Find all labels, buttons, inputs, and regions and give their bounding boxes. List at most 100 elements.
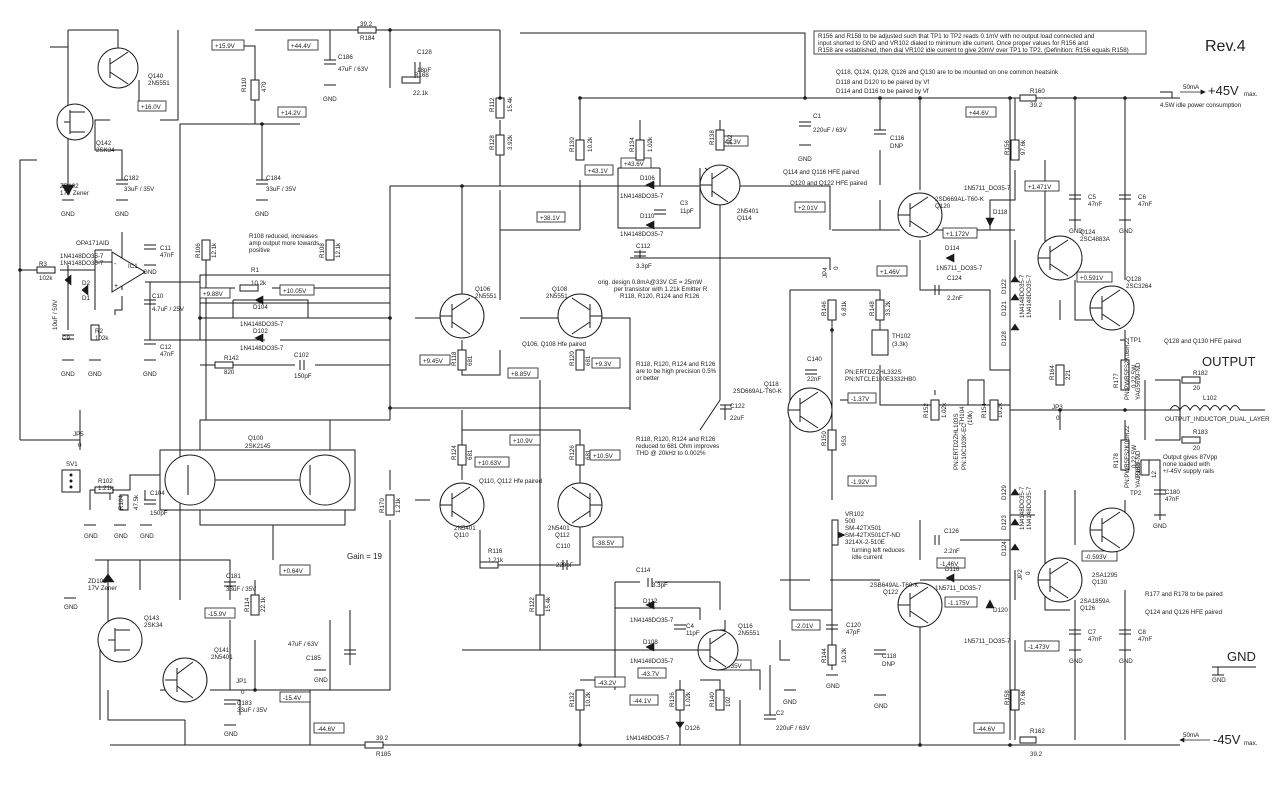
svg-text:1.02k: 1.02k	[941, 402, 948, 418]
svg-text:1N4148DO35-7: 1N4148DO35-7	[630, 617, 674, 624]
svg-text:33uF / 35V: 33uF / 35V	[266, 186, 297, 193]
svg-text:22.1k: 22.1k	[413, 90, 429, 97]
svg-text:1N4148DO35-7: 1N4148DO35-7	[1026, 486, 1033, 530]
svg-text:C12: C12	[160, 344, 172, 351]
svg-text:C10: C10	[152, 293, 164, 300]
vtag: +10.63V	[478, 460, 502, 467]
svg-text:C6: C6	[1138, 194, 1146, 201]
svg-text:C110: C110	[556, 543, 571, 550]
svg-text:Q143: Q143	[144, 615, 160, 622]
svg-text:R168: R168	[414, 72, 429, 79]
svg-text:Q140: Q140	[148, 73, 164, 80]
svg-text:GND: GND	[115, 211, 129, 218]
svg-text:PN:10C103K-EC: PN:10C103K-EC	[961, 423, 968, 470]
svg-text:R118, R120, R124 and R126: R118, R120, R124 and R126	[636, 436, 716, 443]
vtag: -15.9V	[208, 611, 227, 618]
svg-text:1N4148DO35-7: 1N4148DO35-7	[1019, 486, 1026, 530]
svg-text:R108 reduced, increases: R108 reduced, increases	[249, 233, 318, 240]
svg-text:R110: R110	[241, 77, 248, 92]
svg-text:R104: R104	[118, 495, 125, 510]
note-d118-pair: D118 and D120 to be paired by Vf	[836, 79, 929, 86]
svg-text:15.4k: 15.4k	[507, 96, 514, 112]
svg-text:39.2: 39.2	[1030, 102, 1043, 109]
svg-text:0.22 5W: 0.22 5W	[1131, 445, 1138, 468]
svg-text:GND: GND	[323, 96, 337, 103]
svg-text:Q114 and Q116 HFE paired: Q114 and Q116 HFE paired	[783, 169, 860, 176]
svg-text:150pF: 150pF	[150, 510, 168, 517]
svg-text:GND: GND	[314, 677, 328, 684]
svg-text:GND: GND	[255, 211, 269, 218]
transistors	[56, 47, 1135, 703]
vtag: +1.46V	[880, 269, 901, 276]
svg-text:Q128: Q128	[1126, 276, 1142, 283]
vtag: +43.6V	[624, 161, 645, 168]
svg-text:681: 681	[585, 449, 592, 460]
svg-text:220uF / 63V: 220uF / 63V	[776, 725, 811, 732]
vtag: -0.593V	[1085, 554, 1108, 561]
vtag: -2.01V	[795, 623, 814, 630]
svg-text:1N4148DO35-7: 1N4148DO35-7	[1026, 274, 1033, 318]
svg-text:R140: R140	[709, 692, 716, 707]
svg-text:JP2: JP2	[1017, 569, 1024, 580]
svg-text:turning left reduces: turning left reduces	[852, 547, 905, 554]
svg-text:positive: positive	[249, 247, 271, 254]
svg-text:12.1k: 12.1k	[335, 242, 342, 258]
svg-text:221: 221	[1065, 369, 1072, 380]
svg-text:C102: C102	[294, 352, 309, 359]
idle-power-note: 4.5W idle power consumption	[1160, 102, 1242, 109]
svg-text:R142: R142	[224, 355, 239, 362]
vtag: +10.9V	[513, 438, 534, 445]
svg-text:1N5711_DO35-7: 1N5711_DO35-7	[936, 265, 983, 272]
voltage-tags: +15.9V +44.4V +16.0V +14.2V +43.6V +44.3…	[137, 39, 1118, 734]
vtag-box	[211, 39, 245, 51]
svg-text:47nF: 47nF	[160, 351, 174, 358]
transistor-q141	[162, 657, 208, 703]
svg-text:0: 0	[241, 689, 245, 696]
svg-text:DNP: DNP	[882, 661, 895, 668]
svg-text:1N4148DO35-7: 1N4148DO35-7	[620, 231, 664, 238]
svg-text:22nF: 22nF	[807, 376, 821, 383]
svg-text:1N4148DO35-7: 1N4148DO35-7	[620, 193, 664, 200]
svg-text:33uF / 35V: 33uF / 35V	[226, 586, 257, 593]
svg-text:R177: R177	[1113, 373, 1120, 388]
vtag: +44.3V	[721, 139, 742, 146]
svg-text:39.2: 39.2	[1030, 751, 1043, 758]
note-heatsink: Q118, Q124, Q128, Q126 and Q130 are to b…	[836, 69, 1059, 76]
svg-text:2N5401: 2N5401	[737, 208, 759, 215]
svg-text:3214X-2-510E: 3214X-2-510E	[845, 539, 885, 546]
svg-text:C104: C104	[150, 490, 165, 497]
svg-text:R170: R170	[379, 498, 386, 513]
svg-text:150pF: 150pF	[294, 373, 312, 380]
svg-text:Q110, Q112 Hfe paired: Q110, Q112 Hfe paired	[479, 478, 543, 485]
resistors	[36, 26, 1201, 749]
svg-text:reduced to 681 Ohm improves: reduced to 681 Ohm improves	[636, 443, 719, 450]
svg-text:Q100: Q100	[248, 435, 264, 442]
svg-text:GND: GND	[1119, 658, 1133, 665]
svg-text:47.5k: 47.5k	[133, 494, 140, 510]
vtag: -1.473V	[1028, 644, 1051, 651]
svg-text:2N5401: 2N5401	[454, 525, 476, 532]
svg-text:D129: D129	[1001, 485, 1008, 500]
svg-text:PN:PWR5FS2K0BR22: PN:PWR5FS2K0BR22	[1124, 425, 1131, 488]
svg-text:0: 0	[833, 266, 840, 270]
svg-text:Q120 and Q122 HFE paired: Q120 and Q122 HFE paired	[790, 180, 868, 187]
capacitors	[62, 59, 1166, 720]
svg-text:C11: C11	[160, 245, 171, 252]
svg-text:L102: L102	[1203, 395, 1217, 402]
svg-text:C128: C128	[417, 49, 432, 56]
svg-text:are to be high precision 0.5%: are to be high precision 0.5%	[636, 368, 717, 375]
junctions	[18, 28, 1127, 747]
svg-text:47uF / 63V: 47uF / 63V	[338, 66, 369, 73]
svg-text:GND: GND	[140, 533, 154, 540]
svg-text:47pF: 47pF	[846, 629, 860, 636]
svg-text:amp output more towards: amp output more towards	[249, 240, 319, 247]
svg-text:PN:NTCLE100E3332HB0: PN:NTCLE100E3332HB0	[845, 376, 916, 383]
svg-text:JP4: JP4	[822, 267, 829, 278]
supply-neg-sub: max.	[1244, 740, 1258, 747]
svg-text:1N4148DO35-7: 1N4148DO35-7	[60, 260, 104, 267]
svg-text:500: 500	[845, 518, 856, 525]
svg-text:R1: R1	[251, 267, 259, 274]
svg-text:C7: C7	[1088, 629, 1096, 636]
transistor-q143	[97, 617, 143, 663]
vtag: +8.85V	[511, 371, 532, 378]
